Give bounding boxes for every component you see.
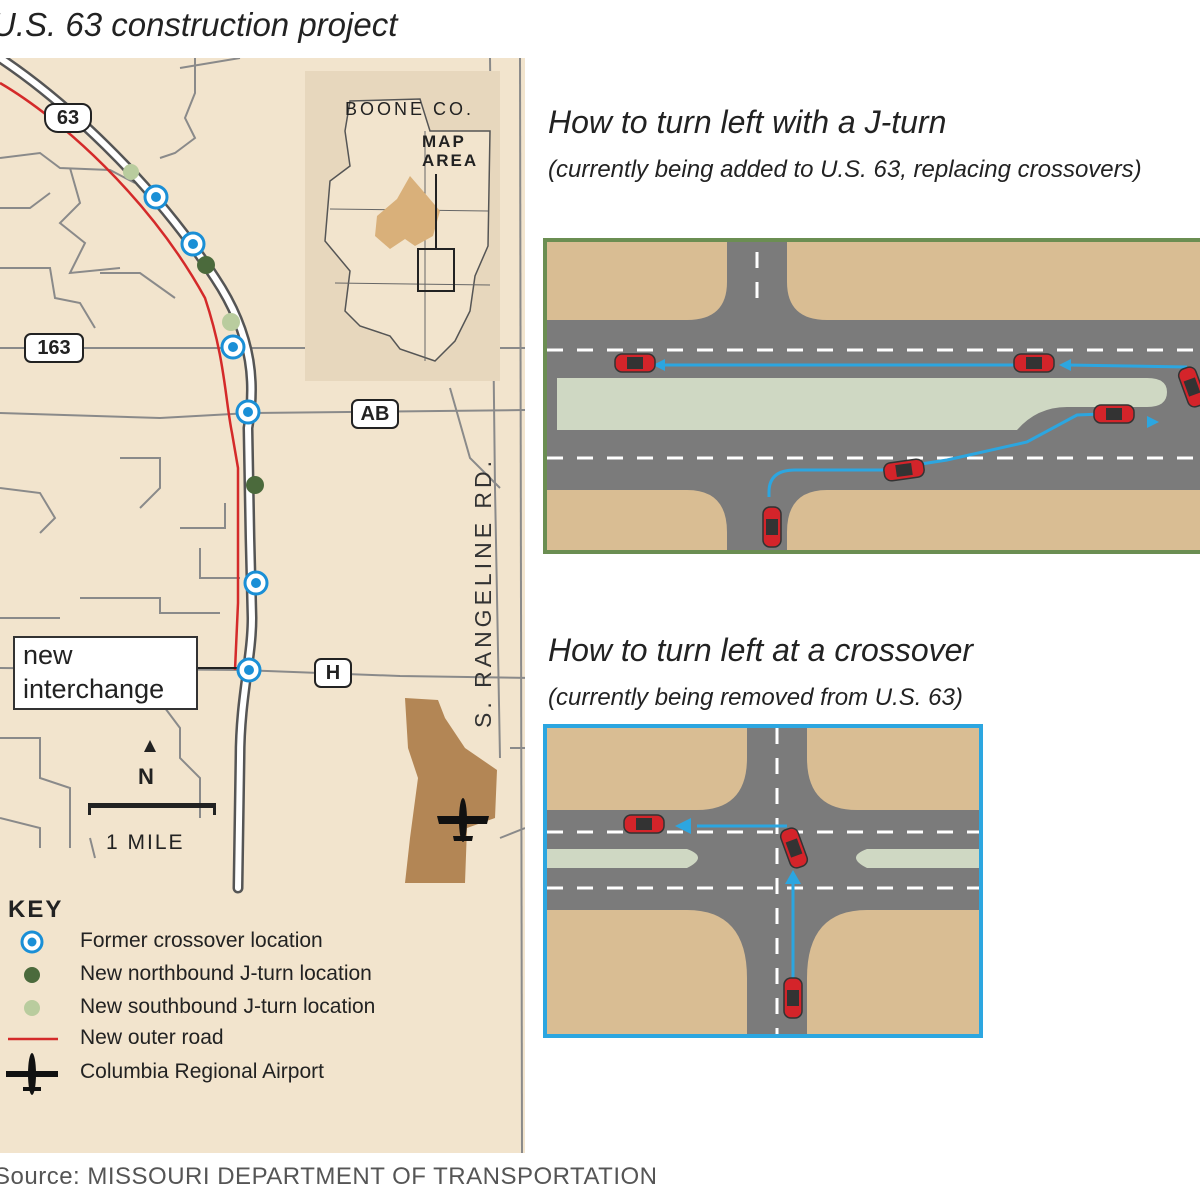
route-h-shield: H [314,658,352,688]
crossover-subtitle: (currently being removed from U.S. 63) [548,684,963,711]
local-roads [0,58,525,1153]
crossover-marker [180,231,206,257]
cars [614,353,1200,548]
scale-label: 1 MILE [106,831,185,854]
northbound-jturn-dot [197,256,215,274]
median [557,378,1167,430]
crossover-marker [243,570,269,596]
key-symbols [6,930,58,1095]
car-icon [623,814,665,834]
airplane-icon [437,798,489,842]
southbound-jturn-dot [222,313,240,331]
scale-bar [88,803,216,808]
car-icon [762,506,782,548]
north-arrow-icon [144,740,156,752]
new-outer-road [0,81,240,671]
page-title: U.S. 63 construction project [0,6,398,43]
key-item-crossover: Former crossover location [80,929,323,952]
jturn-diagram [543,238,1200,554]
map-area-label-2: AREA [422,151,479,170]
car-icon [1013,353,1055,373]
map-roads [0,58,525,1153]
crossover-marker [143,184,169,210]
cars [623,814,809,1019]
airport-area [405,698,497,883]
us63-shield: 63 [44,103,92,133]
county-label: BOONE CO. [345,99,475,119]
crossover-diagram [543,724,983,1038]
crossover-marker [236,657,262,683]
southbound-jturn-dot [123,164,139,180]
north-label: N [138,764,154,789]
car-icon [1177,366,1200,408]
car-icon [883,458,925,482]
key-item-southbound: New southbound J-turn location [80,995,376,1018]
key-item-outer-road: New outer road [80,1026,224,1049]
project-map: 63 163 AB H S. RANGELINE RD. new interch… [0,58,525,1153]
key-item-northbound: New northbound J-turn location [80,962,372,985]
car-icon [614,353,656,373]
jturn-title: How to turn left with a J-turn [548,104,947,140]
source-credit: Source: MISSOURI DEPARTMENT OF TRANSPORT… [0,1163,658,1190]
map-area-label-1: MAP [422,132,466,151]
crossover-title: How to turn left at a crossover [548,632,974,668]
route-ab-shield: AB [351,399,399,429]
new-interchange-callout: new interchange [13,636,198,710]
crossover-marker [220,334,246,360]
county-outline [324,98,491,362]
key-title: KEY [8,896,64,923]
median [547,849,698,868]
crossover-markers [143,184,269,683]
jturn-subtitle: (currently being added to U.S. 63, repla… [548,156,1142,183]
route-163-shield: 163 [24,333,84,363]
median [856,849,979,868]
northbound-jturn-dot [246,476,264,494]
callout-line-2: interchange [23,674,165,704]
us63-highway [0,58,256,891]
car-icon [783,977,803,1019]
locator-inset: BOONE CO. MAP AREA [305,71,500,381]
car-icon [1093,404,1135,424]
callout-line-1: new [23,640,73,670]
crossover-marker [235,399,261,425]
key-item-airport: Columbia Regional Airport [80,1060,324,1083]
car-icon [779,827,809,869]
